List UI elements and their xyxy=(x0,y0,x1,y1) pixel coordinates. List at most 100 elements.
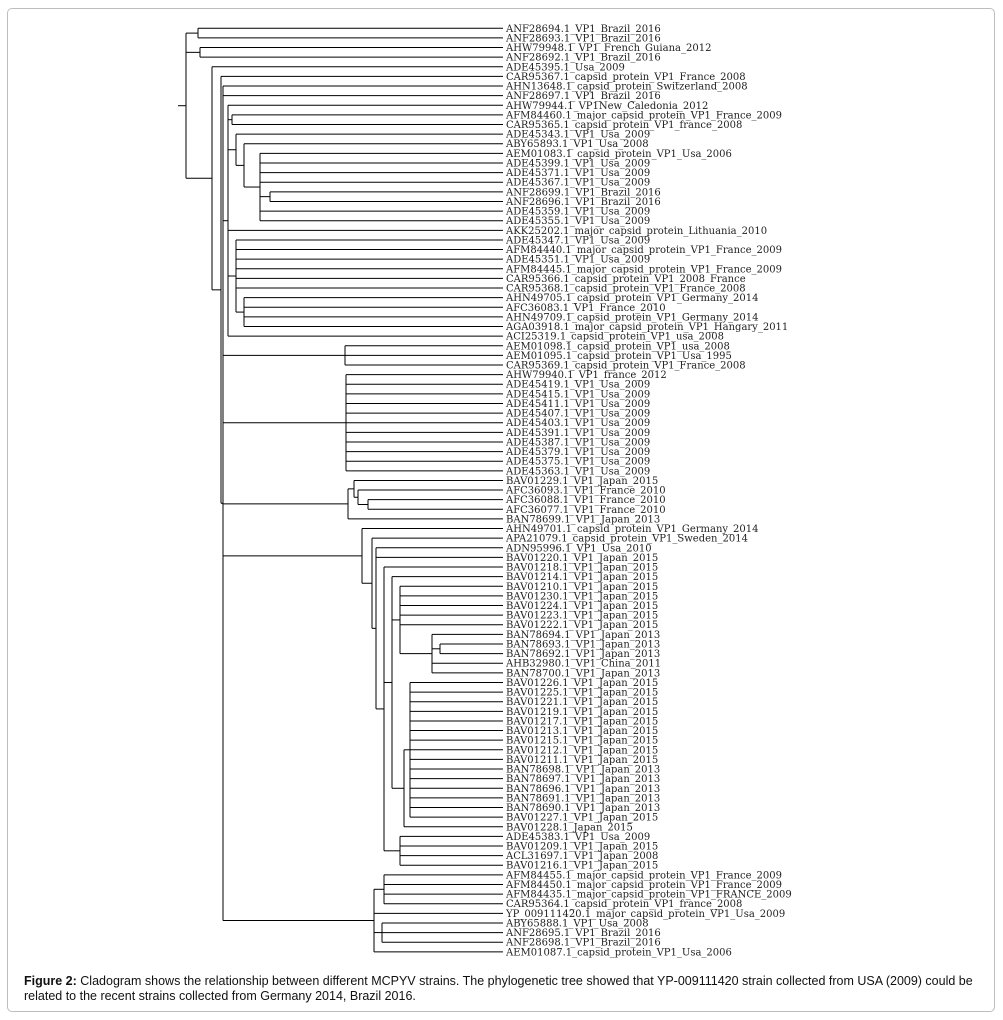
leaf-label: ADE45359.1_VP1_Usa_2009 xyxy=(505,207,650,218)
leaf-label: ANF28693.1_VP1_Brazil_2016 xyxy=(505,33,661,44)
leaf-label: AFM84445.1_major_capsid_protein_VP1_Fran… xyxy=(505,264,782,275)
leaf-label: ADE45415.1_VP1_Usa_2009 xyxy=(505,389,650,400)
leaf-label: BAV01221.1_VP1_Japan_2015 xyxy=(506,697,658,708)
leaf-label: BAV01230.1_VP1_Japan_2015 xyxy=(506,591,658,602)
caption-text: Cladogram shows the relationship between… xyxy=(24,974,973,1003)
leaf-label: BAN78691.1_VP1_Japan_2013 xyxy=(506,793,660,804)
tree-branches xyxy=(178,27,503,953)
leaf-label: YP_009111420.1_major_capsid_protein_VP1_… xyxy=(505,909,785,920)
leaf-label: AHW79944.1_VP1New_Caledonia_2012 xyxy=(505,101,708,112)
leaf-label: BAV01215.1_VP1_Japan_2015 xyxy=(506,736,658,747)
leaf-label: ADE45407.1_VP1_Usa_2009 xyxy=(505,409,650,420)
leaf-label: BAV01227.1_VP1_Japan_2015 xyxy=(506,813,658,824)
leaf-label: BAV01226.1_VP1_Japan_2015 xyxy=(506,678,658,689)
leaf-label: ACL31697.1_VP1_Japan_2008 xyxy=(505,851,658,862)
leaf-label: ADE45403.1_VP1_Usa_2009 xyxy=(505,418,650,429)
leaf-label: AEM01083.1_capsid_protein_VP1_Usa_2006 xyxy=(505,149,732,160)
leaf-label: CAR95366.1_capsid_protein_VP1_2008_Franc… xyxy=(506,274,746,285)
figure-frame xyxy=(7,8,995,1012)
leaf-label: CAR95365.1_capsid_protein_VP1_france_200… xyxy=(506,120,742,131)
leaf-label: AHB32980.1_VP1_China_2011 xyxy=(505,659,661,670)
leaf-label: BAN78699.1_VP1_Japan_2013 xyxy=(506,514,660,525)
leaf-label: BAV01209.1_VP1_Japan_2015 xyxy=(506,842,658,853)
leaf-label: AEM01098.1_capsid_protein_VP1_usa_2008 xyxy=(505,341,730,352)
leaf-label: BAV01224.1_VP1_Japan_2015 xyxy=(506,601,658,612)
leaf-label: CAR95369.1_capsid_protein_VP1_France_200… xyxy=(506,361,746,372)
leaf-label: CAR95367.1_capsid_protein_VP1_France_200… xyxy=(506,72,746,83)
leaf-label: AFM84440.1_major_capsid_protein_VP1_Fran… xyxy=(505,245,782,256)
leaf-label: ANF28696.1_VP1_Brazil_2016 xyxy=(505,197,661,208)
leaf-label: ADE45343.1_VP1_Usa_2009 xyxy=(505,130,650,141)
leaf-label: AGA03918.1_major_capsid_protein_VP1_Hang… xyxy=(505,322,788,333)
leaf-label: BAN78698.1_VP1_Japan_2013 xyxy=(506,765,660,776)
leaf-label: BAV01210.1_VP1_Japan_2015 xyxy=(506,582,658,593)
leaf-label: AHW79948.1_VP1_French_Guiana_2012 xyxy=(505,43,711,54)
leaf-label: ANF28695.1_VP1_Brazil_2016 xyxy=(505,928,661,939)
leaf-label: BAV01218.1_VP1_Japan_2015 xyxy=(506,563,658,574)
leaf-label: BAV01216.1_VP1_Japan_2015 xyxy=(506,861,658,872)
leaf-label: ADE45383.1_VP1_Usa_2009 xyxy=(505,832,650,843)
leaf-label: BAV01212.1_VP1_Japan_2015 xyxy=(506,745,658,756)
leaf-label: BAN78693.1_VP1_Japan_2013 xyxy=(506,639,660,650)
leaf-label: BAV01223.1_VP1_Japan_2015 xyxy=(506,611,658,622)
leaf-label: ADE45387.1_VP1_Usa_2009 xyxy=(505,437,650,448)
leaf-label: AFC36088.1_VP1_France_2010 xyxy=(505,495,666,506)
leaf-label: ADE45375.1_VP1_Usa_2009 xyxy=(505,457,650,468)
leaf-label: AHN13648.1_capsid_protein_Switzerland_20… xyxy=(505,82,748,93)
leaf-label: ANF28697.1_VP1_Brazil_2016 xyxy=(505,91,661,102)
leaf-labels: ANF28694.1_VP1_Brazil_2016ANF28693.1_VP1… xyxy=(505,24,792,959)
leaf-label: CAR95364.1_capsid_protein_VP1_france_200… xyxy=(506,899,742,910)
leaf-label: ACI25319.1_capsid_protein_VP1_usa_2008 xyxy=(505,332,724,343)
figure-caption: Figure 2: Cladogram shows the relationsh… xyxy=(24,974,974,1004)
leaf-label: BAV01213.1_VP1_Japan_2015 xyxy=(506,726,658,737)
leaf-label: ADE45391.1_VP1_Usa_2009 xyxy=(505,428,650,439)
leaf-label: AHW79940.1_VP1_france_2012 xyxy=(505,370,667,381)
caption-label: Figure 2: xyxy=(24,974,77,988)
leaf-label: BAV01211.1_VP1_Japan_2015 xyxy=(506,755,658,766)
leaf-label: AEM01095.1_capsid_protein_VP1_Usa_1995 xyxy=(505,351,732,362)
leaf-label: BAV01222.1_VP1_Japan_2015 xyxy=(506,620,658,631)
leaf-label: AHN49705.1_capsid_protein_VP1_Germany_20… xyxy=(505,293,759,304)
leaf-label: BAV01229.1_VP1_Japan_2015 xyxy=(506,476,658,487)
leaf-label: AFC36093.1_VP1_France_2010 xyxy=(505,486,666,497)
leaf-label: BAN78700.1_VP1_Japan_2013 xyxy=(506,668,660,679)
leaf-label: ADE45363.1_VP1_Usa_2009 xyxy=(505,466,650,477)
leaf-label: AFC36083.1_VP1_France_2010 xyxy=(505,303,666,314)
leaf-label: AFC36077.1_VP1_France_2010 xyxy=(505,505,666,516)
leaf-label: ABY65888.1_VP1_Usa_2008 xyxy=(505,918,649,929)
cladogram: ANF28694.1_VP1_Brazil_2016ANF28693.1_VP1… xyxy=(178,24,792,959)
leaf-label: BAV01217.1_VP1_Japan_2015 xyxy=(506,716,658,727)
leaf-label: ADN95996.1_VP1_Usa_2010 xyxy=(505,543,652,554)
leaf-label: AFM84460.1_major_capsid_protein_VP1_Fran… xyxy=(505,110,782,121)
leaf-label: BAN78690.1_VP1_Japan_2013 xyxy=(506,803,660,814)
leaf-label: ADE45351.1_VP1_Usa_2009 xyxy=(505,255,650,266)
leaf-label: ABY65893.1_VP1_Usa_2008 xyxy=(505,139,649,150)
leaf-label: ANF28698.1_VP1_Brazil_2016 xyxy=(505,938,661,949)
leaf-label: ADE45419.1_VP1_Usa_2009 xyxy=(505,380,650,391)
leaf-label: ADE45355.1_VP1_Usa_2009 xyxy=(505,216,650,227)
leaf-label: AEM01087.1_capsid_protein_VP1_Usa_2006 xyxy=(505,947,732,958)
leaf-label: ADE45367.1_VP1_Usa_2009 xyxy=(505,178,650,189)
leaf-label: BAV01220.1_VP1_Japan_2015 xyxy=(506,553,658,564)
leaf-label: BAV01228.1_Japan_2015 xyxy=(506,822,633,833)
leaf-label: ANF28692.1_VP1_Brazil_2016 xyxy=(505,53,661,64)
leaf-label: AHN49701.1_capsid_protein_VP1_Germany_20… xyxy=(505,524,759,535)
leaf-label: BAV01225.1_VP1_Japan_2015 xyxy=(506,688,658,699)
leaf-label: BAV01214.1_VP1_Japan_2015 xyxy=(506,572,658,583)
leaf-label: BAV01219.1_VP1_Japan_2015 xyxy=(506,707,658,718)
leaf-label: AKK25202.1_major_capsid_protein_Lithuani… xyxy=(505,226,767,237)
leaf-label: ANF28694.1_VP1_Brazil_2016 xyxy=(505,24,661,35)
leaf-label: BAN78692.1_VP1_Japan_2013 xyxy=(506,649,660,660)
leaf-label: BAN78696.1_VP1_Japan_2013 xyxy=(506,784,660,795)
leaf-label: ADE45371.1_VP1_Usa_2009 xyxy=(505,168,650,179)
leaf-label: AFM84455.1_major_capsid_protein_VP1_Fran… xyxy=(505,870,782,881)
leaf-label: AFM84435.1_major_capsid_protein_VP1_FRAN… xyxy=(505,890,792,901)
leaf-label: ADE45395.1_Usa_2009 xyxy=(505,62,625,73)
leaf-label: ADE45411.1_VP1_Usa_2009 xyxy=(505,399,650,410)
leaf-label: AHN49709.1_capsid_protein_VP1_Germany_20… xyxy=(505,312,759,323)
leaf-label: ADE45379.1_VP1_Usa_2009 xyxy=(505,447,650,458)
leaf-label: ANF28699.1_VP1_Brazil_2016 xyxy=(505,187,661,198)
leaf-label: AFM84450.1_major_capsid_protein_VP1_Fran… xyxy=(505,880,782,891)
leaf-label: ADE45399.1_VP1_Usa_2009 xyxy=(505,158,650,169)
leaf-label: CAR95368.1_capsid_protein_VP1_France_200… xyxy=(506,284,746,295)
